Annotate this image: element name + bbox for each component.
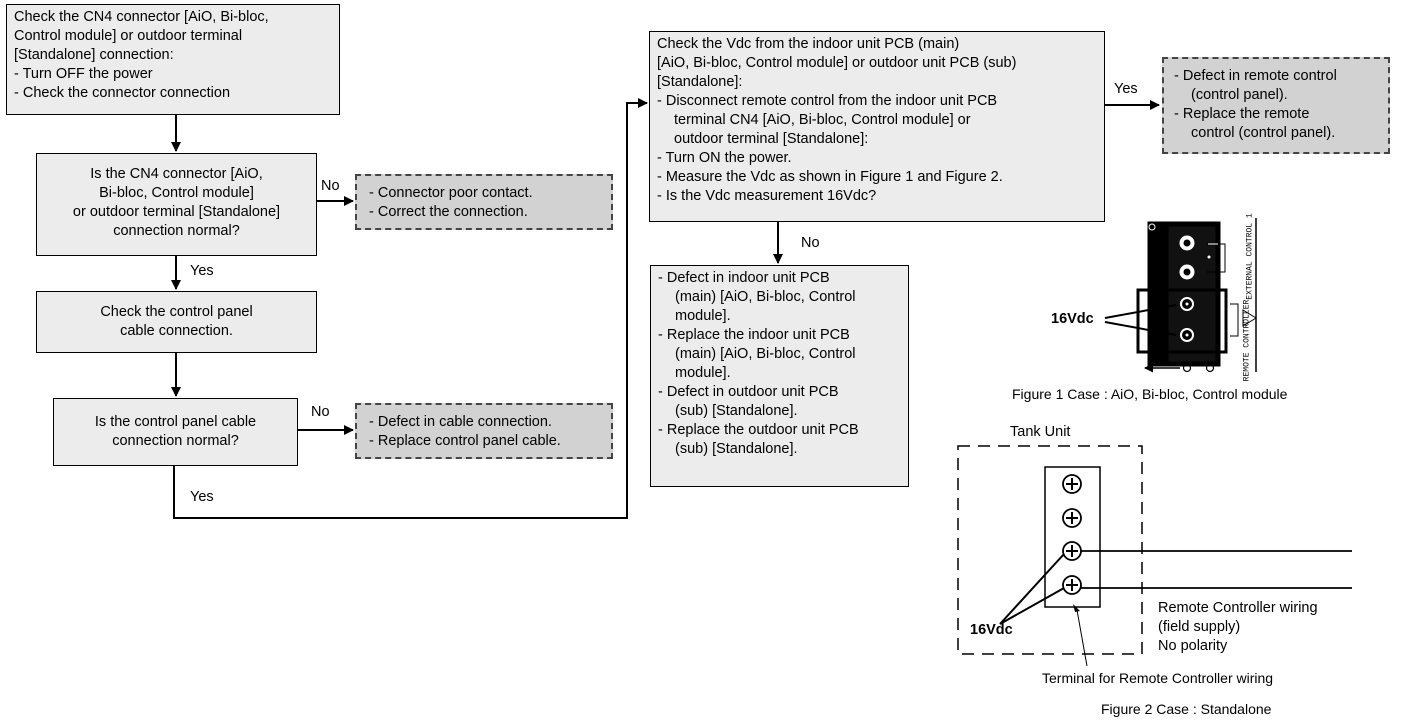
b7-line: [Standalone]: [657, 74, 743, 90]
terminal-label-leader [1076, 609, 1088, 667]
b9-line: module]. [675, 308, 731, 324]
fig1-remote-controller-label: REMOTE CONTROLLER [1242, 299, 1252, 382]
b9-line: (main) [AiO, Bi-bloc, Control [675, 289, 856, 305]
screw-2 [1062, 508, 1082, 528]
label-no-cn4: No [321, 178, 340, 194]
result-connector-poor-contact: - Connector poor contact. - Correct the … [355, 174, 613, 230]
fig2-wiring-line: Remote Controller wiring [1158, 600, 1318, 616]
b9-line: - Defect in outdoor unit PCB [658, 384, 839, 400]
b2-line: Is the CN4 connector [AiO, [90, 166, 263, 182]
terminal-pin-3 [1180, 297, 1194, 311]
arrow-b5-b7-yes [173, 98, 648, 519]
b3-line: - Correct the connection. [369, 204, 528, 220]
b3-line: - Connector poor contact. [369, 185, 533, 201]
fig1-voltage-label: 16Vdc [1051, 311, 1094, 327]
b7-line: Check the Vdc from the indoor unit PCB (… [657, 36, 960, 52]
b4-line: Check the control panel [100, 304, 253, 320]
b8-line: control (control panel). [1191, 125, 1336, 141]
b7-line: - Turn ON the power. [657, 150, 792, 166]
fig2-pointer-top [999, 553, 1065, 625]
fig2-wiring-line: No polarity [1158, 638, 1228, 654]
b1-line: Control module] or outdoor terminal [14, 28, 243, 44]
terminal-pin-4 [1180, 328, 1194, 342]
b7-line: [AiO, Bi-bloc, Control module] or outdoo… [657, 55, 1017, 71]
b5-line: Is the control panel cable [94, 414, 257, 430]
b7-line: terminal CN4 [AiO, Bi-bloc, Control modu… [674, 112, 971, 128]
fig1-pointer-top [1104, 304, 1177, 319]
screw-3 [1062, 541, 1082, 561]
fig2-pointer-bottom [999, 587, 1065, 625]
label-no-cable: No [311, 404, 330, 420]
b7-line: - Measure the Vdc as shown in Figure 1 a… [657, 169, 1003, 185]
figure2-terminal-diagram [957, 445, 1352, 667]
b6-line: - Defect in cable connection. [369, 414, 552, 430]
b7-line: - Is the Vdc measurement 16Vdc? [657, 188, 877, 204]
b8-line: - Defect in remote control [1174, 68, 1337, 84]
fig2-voltage-label: 16Vdc [970, 622, 1013, 638]
b1-line: [Standalone] connection: [14, 47, 174, 63]
b1-line: - Turn OFF the power [14, 66, 153, 82]
b2-line: connection normal? [113, 223, 240, 239]
b9-line: (main) [AiO, Bi-bloc, Control [675, 346, 856, 362]
fig2-tank-unit-label: Tank Unit [1010, 424, 1071, 440]
b7-line: outdoor terminal [Standalone]: [674, 131, 869, 147]
fig1-pointer-bottom [1104, 321, 1177, 336]
label-no-vdc: No [801, 235, 820, 251]
fig1-caption: Figure 1 Case : AiO, Bi-bloc, Control mo… [1012, 386, 1288, 402]
result-defect-cable-connection: - Defect in cable connection. - Replace … [355, 403, 613, 459]
decision-cable-connection-normal: Is the control panel cable connection no… [53, 398, 298, 466]
screw-4 [1062, 575, 1082, 595]
fig2-terminal-label: Terminal for Remote Controller wiring [1042, 670, 1274, 686]
b2-line: Bi-bloc, Control module] [99, 185, 254, 201]
terminal-pin-1 [1179, 235, 1195, 251]
step-check-control-panel-cable: Check the control panel cable connection… [36, 291, 317, 353]
b9-line: - Defect in indoor unit PCB [658, 270, 830, 286]
b1-line: - Check the connector connection [14, 85, 231, 101]
b4-line: cable connection. [120, 323, 233, 339]
result-defect-pcb: - Defect in indoor unit PCB (main) [AiO,… [650, 265, 909, 487]
step-check-vdc: Check the Vdc from the indoor unit PCB (… [649, 31, 1105, 222]
figure1-connector-diagram [1104, 218, 1257, 373]
b5-line: connection normal? [112, 433, 239, 449]
fig1-cn4-label: CN4 [1154, 254, 1164, 271]
label-yes-cable: Yes [190, 489, 214, 505]
label-yes-vdc: Yes [1114, 81, 1138, 97]
b1-line: Check the CN4 connector [AiO, Bi-bloc, [14, 9, 269, 25]
b9-line: - Replace the indoor unit PCB [658, 327, 850, 343]
terminal-pin-2 [1179, 264, 1195, 280]
b9-line: module]. [675, 365, 731, 381]
decision-cn4-connection-normal: Is the CN4 connector [AiO, Bi-bloc, Cont… [36, 153, 317, 256]
tank-unit-outline [957, 445, 1143, 655]
result-defect-remote-control: - Defect in remote control (control pane… [1162, 57, 1390, 154]
fig2-wiring-line: (field supply) [1158, 619, 1241, 635]
b8-line: (control panel). [1191, 87, 1288, 103]
b2-line: or outdoor terminal [Standalone] [72, 204, 281, 220]
screw-1 [1062, 474, 1082, 494]
b9-line: (sub) [Standalone]. [675, 441, 798, 457]
b8-line: - Replace the remote [1174, 106, 1310, 122]
label-yes-cn4: Yes [190, 263, 214, 279]
fig1-external-control-label: EXTERNAL CONTROL 1 [1245, 213, 1255, 300]
step-check-cn4-connector: Check the CN4 connector [AiO, Bi-bloc, C… [6, 4, 340, 115]
b6-line: - Replace control panel cable. [369, 433, 561, 449]
b9-line: - Replace the outdoor unit PCB [658, 422, 859, 438]
b9-line: (sub) [Standalone]. [675, 403, 798, 419]
fig2-caption: Figure 2 Case : Standalone [1101, 701, 1272, 717]
b7-line: - Disconnect remote control from the ind… [657, 93, 998, 109]
